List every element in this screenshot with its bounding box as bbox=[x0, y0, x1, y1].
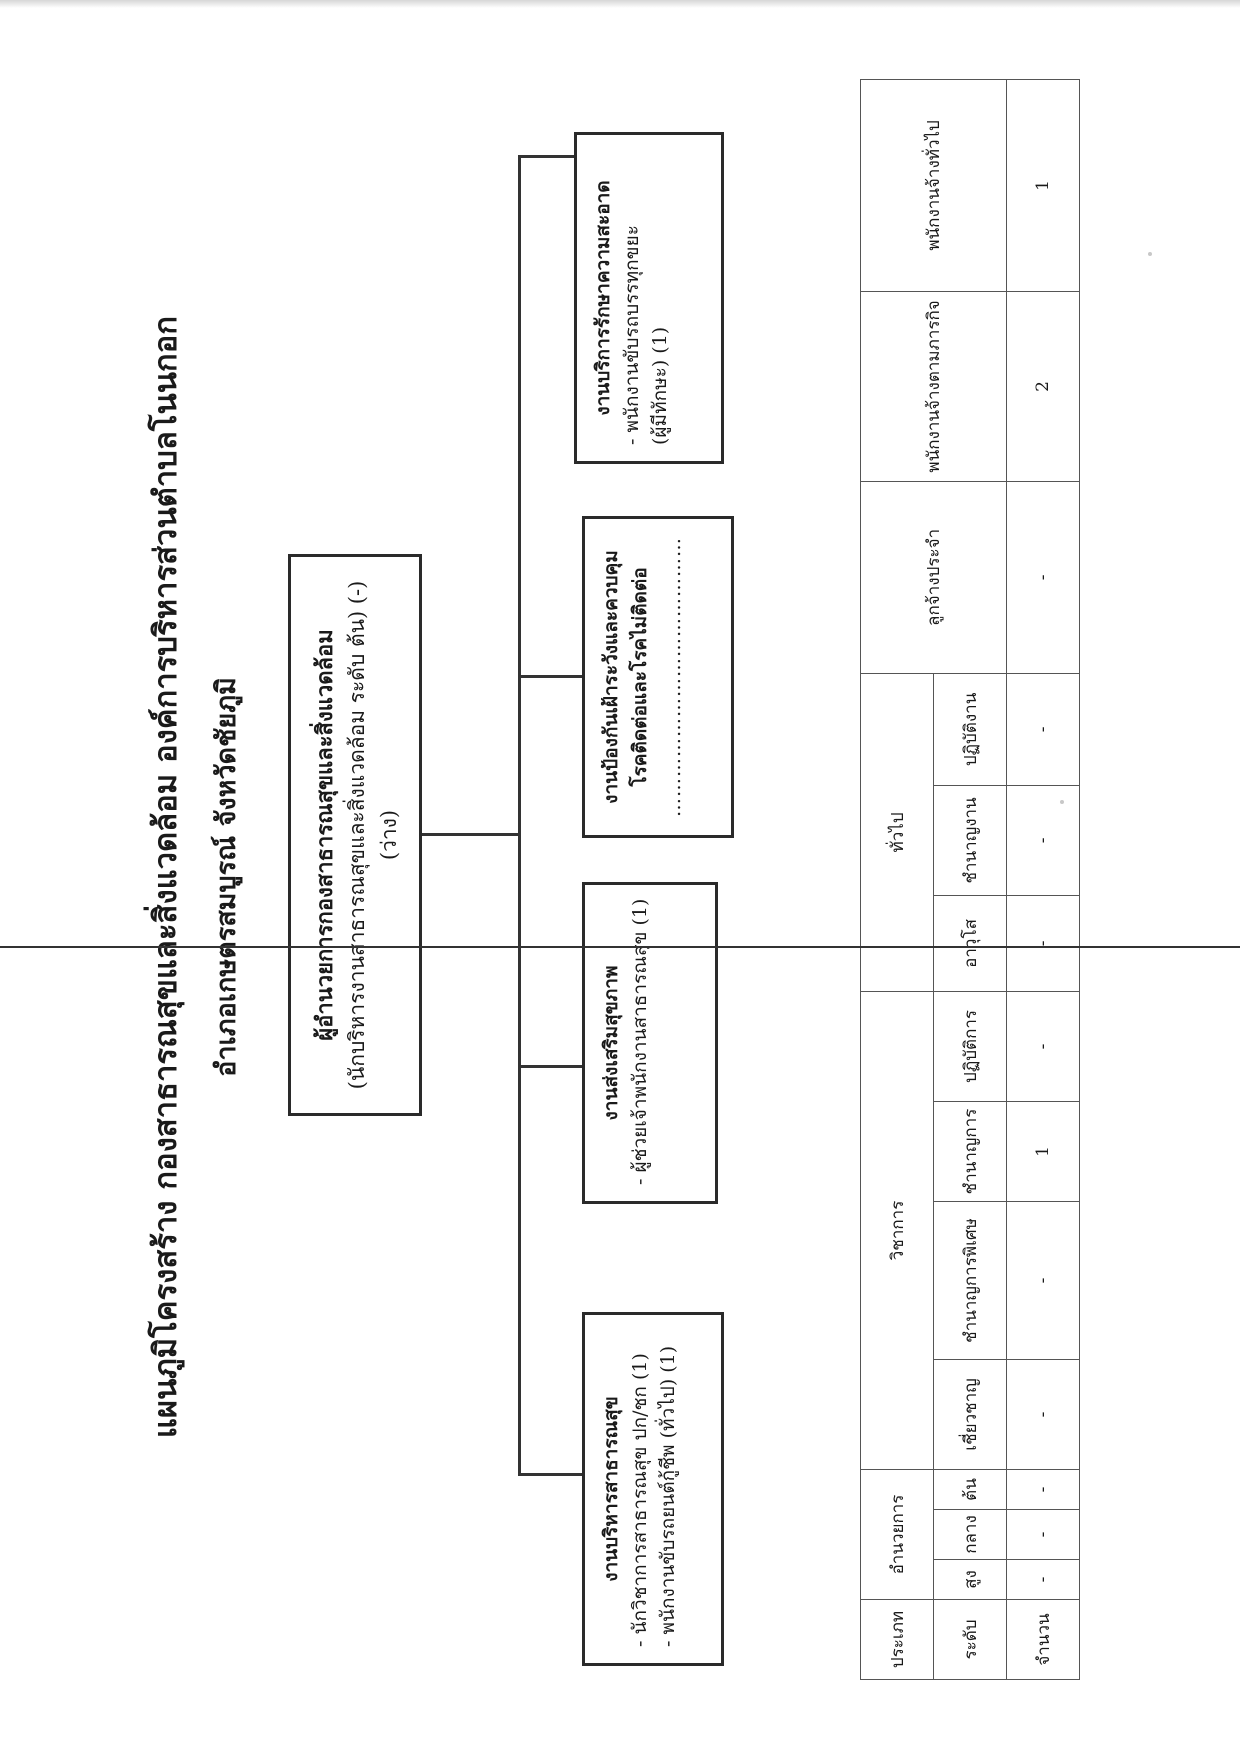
chart-subtitle: อำเภอเกษตรสมบูรณ์ จังหวัดชัยภูมิ bbox=[211, 677, 242, 1077]
director-box: ผู้อำนวยการกองสาธารณสุขและสิ่งแวดล้อม (น… bbox=[288, 554, 422, 1116]
staff-line: - พนักงานขับรถบรรทุกขยะ bbox=[620, 225, 643, 445]
connector-unit-2 bbox=[518, 1065, 582, 1068]
level-cell: ชำนาญงาน bbox=[933, 785, 1007, 896]
count-cell: 1 bbox=[1006, 1101, 1080, 1202]
count-header: จำนวน bbox=[1006, 1599, 1080, 1680]
count-cell: - bbox=[1006, 1201, 1080, 1360]
staff-line: - พนักงานขับรถยนต์กู้ชีพ (ทั่วไป) (1) bbox=[657, 1345, 679, 1647]
unit-name: งานบริการรักษาความสะอาด bbox=[592, 180, 614, 416]
count-cell: - bbox=[1006, 991, 1080, 1102]
unit-sanitation: งานบริการรักษาความสะอาด - พนักงานขับรถบร… bbox=[574, 132, 724, 464]
level-cell: ชำนาญการพิเศษ bbox=[933, 1201, 1007, 1360]
unit-health-promotion: งานส่งเสริมสุขภาพ - ผู้ช่วยเจ้าพนักงานสา… bbox=[582, 882, 718, 1204]
chart-title: แผนภูมิโครงสร้าง กองสาธารณสุขและสิ่งแวดล… bbox=[148, 315, 184, 1439]
count-cell: - bbox=[1006, 673, 1080, 786]
unit-name-cont: โรคติดต่อและโรคไม่ติดต่อ bbox=[628, 567, 651, 787]
placeholder-dots: …………………………………… bbox=[663, 537, 685, 817]
level-header: ระดับ bbox=[933, 1599, 1007, 1680]
director-title: ผู้อำนวยการกองสาธารณสุขและสิ่งแวดล้อม bbox=[312, 629, 338, 1041]
group-permanent: ลูกจ้างประจำ bbox=[860, 481, 1007, 674]
unit-disease-control: งานป้องกันเฝ้าระวังและควบคุม โรคติดต่อแล… bbox=[582, 516, 734, 838]
count-cell: - bbox=[1006, 1359, 1080, 1470]
level-cell: กลาง bbox=[933, 1509, 1007, 1560]
group-director: อำนวยการ bbox=[860, 1469, 934, 1600]
staff-summary-table: ประเภท อำนวยการ วิชาการ ทั่วไป ลูกจ้างปร… bbox=[860, 79, 1080, 1680]
count-cell: - bbox=[1006, 1559, 1080, 1600]
connector-unit-3 bbox=[518, 675, 582, 678]
connector-unit-1 bbox=[518, 1473, 582, 1476]
group-mission: พนักงานจ้างตามภารกิจ bbox=[860, 291, 1007, 482]
connector-unit-4 bbox=[518, 155, 582, 158]
type-header: ประเภท bbox=[860, 1599, 934, 1680]
scan-artifact-line bbox=[0, 946, 1240, 948]
group-generalemp: พนักงานจ้างทั่วไป bbox=[860, 79, 1007, 292]
group-academic: วิชาการ bbox=[860, 991, 934, 1470]
unit-name: งานป้องกันเฝ้าระวังและควบคุม bbox=[600, 550, 622, 804]
level-cell: ต้น bbox=[933, 1469, 1007, 1510]
count-mission: 2 bbox=[1006, 291, 1080, 482]
group-general: ทั่วไป bbox=[860, 673, 934, 992]
staff-line: - ผู้ช่วยเจ้าพนักงานสาธารณสุข (1) bbox=[628, 898, 651, 1185]
count-generalemp: 1 bbox=[1006, 79, 1080, 292]
scan-edge bbox=[0, 0, 1240, 8]
staff-line: - นักวิชาการสาธารณสุข ปก/ชก (1) bbox=[628, 1353, 651, 1647]
scan-speck bbox=[1060, 800, 1064, 804]
level-cell: ชำนาญการ bbox=[933, 1101, 1007, 1202]
unit-name: งานส่งเสริมสุขภาพ bbox=[600, 965, 622, 1121]
level-cell: ปฏิบัติงาน bbox=[933, 673, 1007, 786]
level-cell: ปฏิบัติการ bbox=[933, 991, 1007, 1102]
director-subtitle: (นักบริหารงานสาธารณสุขและสิ่งแวดล้อม ระด… bbox=[345, 580, 401, 1090]
unit-public-health-admin: งานบริหารสาธารณสุข - นักวิชาการสาธารณสุข… bbox=[582, 1312, 724, 1666]
connector-horizontal bbox=[518, 156, 521, 1476]
scan-speck bbox=[1148, 252, 1152, 256]
level-cell: อาวุโส bbox=[933, 895, 1007, 992]
connector-director-down bbox=[422, 833, 518, 836]
unit-name: งานบริหารสาธารณสุข bbox=[600, 1396, 622, 1582]
count-cell: - bbox=[1006, 895, 1080, 992]
level-cell: เชี่ยวชาญ bbox=[933, 1359, 1007, 1470]
level-cell: สูง bbox=[933, 1559, 1007, 1600]
count-cell: - bbox=[1006, 1509, 1080, 1560]
staff-line: (ผู้มีทักษะ) (1) bbox=[649, 326, 671, 445]
count-cell: - bbox=[1006, 785, 1080, 896]
count-permanent: - bbox=[1006, 481, 1080, 674]
count-cell: - bbox=[1006, 1469, 1080, 1510]
